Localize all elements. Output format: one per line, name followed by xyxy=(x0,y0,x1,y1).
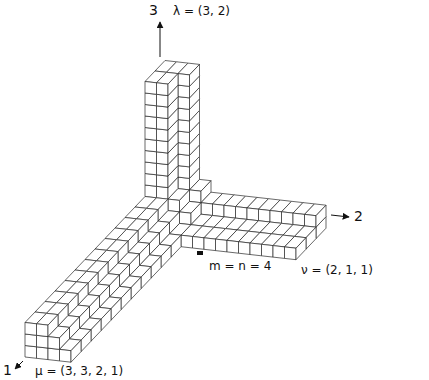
cube-face xyxy=(171,235,181,257)
cube-face xyxy=(145,82,157,95)
cube-face xyxy=(151,256,161,278)
cube-face xyxy=(236,207,248,220)
cube-face xyxy=(71,340,81,362)
cube-face xyxy=(60,349,72,362)
cube-face xyxy=(157,106,169,119)
cube-face xyxy=(178,154,190,167)
cube-face xyxy=(25,334,37,347)
axis-arrow xyxy=(331,215,349,217)
cube-face xyxy=(25,346,37,359)
cube-face xyxy=(293,213,305,226)
cube-stack xyxy=(25,61,326,363)
cube-face xyxy=(157,83,169,96)
cube-face xyxy=(178,143,190,156)
corner-marker xyxy=(197,251,203,255)
cube-face xyxy=(48,348,60,361)
axis-number: 3 xyxy=(148,2,159,19)
cube-face xyxy=(145,128,157,141)
cube-face xyxy=(91,319,101,341)
axis-arrow xyxy=(15,361,23,369)
cube-face xyxy=(250,243,262,256)
cube-face xyxy=(157,163,169,176)
partition-label: μ = (3, 3, 2, 1) xyxy=(34,364,124,378)
cube-face xyxy=(81,330,91,352)
cube-face xyxy=(285,247,297,260)
cube-face xyxy=(37,335,49,348)
cube-face xyxy=(190,64,200,86)
cube-face xyxy=(178,131,190,144)
cube-face xyxy=(161,246,171,268)
cube-face xyxy=(141,267,151,289)
cube-face xyxy=(157,94,169,107)
cube-face xyxy=(157,175,169,188)
cube-face xyxy=(168,199,180,212)
cube-face xyxy=(145,139,157,152)
cube-face xyxy=(145,93,157,106)
cube-face xyxy=(316,205,326,227)
cube-face xyxy=(213,204,225,217)
cube-face xyxy=(204,238,216,251)
size-label: m = n = 4 xyxy=(208,259,272,273)
cube-face xyxy=(145,116,157,129)
cube-face xyxy=(168,74,178,96)
cube-face xyxy=(157,186,169,199)
cube-face xyxy=(145,185,157,198)
cube-face xyxy=(157,140,169,153)
cube-face xyxy=(157,152,169,165)
cube-face xyxy=(181,235,193,248)
cube-face xyxy=(48,337,60,350)
cube-face xyxy=(178,74,190,87)
cube-face xyxy=(259,209,271,222)
axis-number: 2 xyxy=(353,208,364,225)
cube-face xyxy=(247,208,259,221)
cube-face xyxy=(180,212,192,225)
cube-face xyxy=(224,205,236,218)
cube-face xyxy=(296,238,306,260)
cube-face xyxy=(190,190,202,203)
cube-face xyxy=(178,166,190,179)
cube-face xyxy=(270,211,282,224)
axis-number: 1 xyxy=(2,362,13,379)
cube-face xyxy=(282,212,294,225)
cube-face xyxy=(262,244,274,257)
cube-face xyxy=(178,97,190,110)
cube-face xyxy=(201,203,213,216)
cube-face xyxy=(111,298,121,320)
cube-face xyxy=(157,117,169,130)
cube-face xyxy=(145,162,157,175)
cube-face xyxy=(25,323,37,336)
cube-face xyxy=(239,242,251,255)
cube-face xyxy=(305,214,317,227)
cube-face xyxy=(145,151,157,164)
cube-face xyxy=(37,324,49,337)
cube-face xyxy=(193,237,205,250)
cube-face xyxy=(306,227,316,249)
axis-arrow xyxy=(160,22,161,57)
cube-face xyxy=(178,85,190,98)
cube-face xyxy=(101,309,111,331)
cube-face xyxy=(216,239,228,252)
cube-face xyxy=(227,240,239,253)
partition-label: ν = (2, 1, 1) xyxy=(300,263,374,277)
cube-face xyxy=(178,108,190,121)
cube-face xyxy=(131,277,141,299)
cube-face xyxy=(273,246,285,259)
cube-face xyxy=(178,177,190,190)
cube-face xyxy=(121,288,131,310)
partition-label: λ = (3, 2) xyxy=(172,4,231,18)
cube-face xyxy=(37,347,49,360)
cube-face xyxy=(157,129,169,142)
cube-face xyxy=(145,174,157,187)
cube-face xyxy=(178,120,190,133)
cube-face xyxy=(145,105,157,118)
